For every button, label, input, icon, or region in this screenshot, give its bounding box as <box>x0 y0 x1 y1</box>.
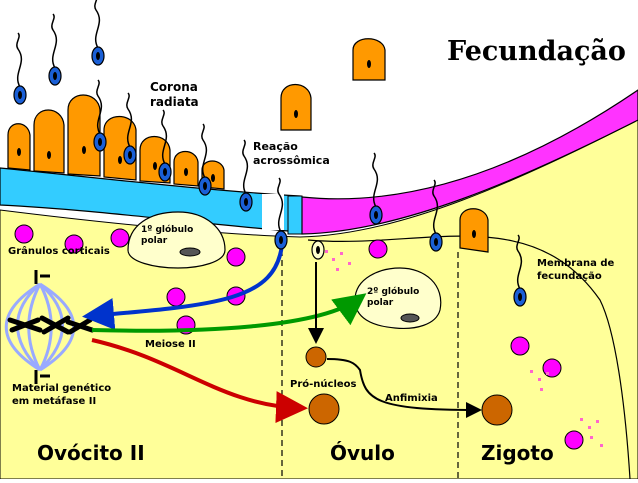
centrioles <box>34 270 50 384</box>
sperm-cell <box>123 92 137 165</box>
first-polar-body-nucleus <box>179 247 201 257</box>
sperm-nucleus <box>96 52 100 60</box>
sperm-cell <box>429 179 443 252</box>
released-granules <box>325 250 603 447</box>
corona-cell <box>67 94 101 177</box>
sperm-tail <box>372 152 379 208</box>
pronucleus-large <box>308 393 340 425</box>
arrow-anfimixia <box>326 358 482 418</box>
sperm-nucleus <box>279 236 283 244</box>
sperm-tail <box>161 109 168 165</box>
zona-gap-2 <box>287 195 303 235</box>
label-meiose-ii: Meiose II <box>145 339 196 350</box>
corona-nuclei <box>17 60 476 238</box>
sperm-tail <box>201 123 208 179</box>
sperm-nucleus <box>374 211 378 219</box>
pronucleus-small <box>305 346 327 368</box>
sperm-cell <box>198 123 212 196</box>
sperm-cell <box>48 13 62 86</box>
sperm-tail <box>242 139 249 195</box>
corona-cell-free-2 <box>352 38 386 81</box>
sperm-nucleus <box>128 151 132 159</box>
sperm-cell <box>369 152 383 225</box>
corona-cell-free-1 <box>280 84 312 131</box>
sperm-nucleus <box>53 72 57 80</box>
sperm-nucleus <box>434 238 438 246</box>
label-corona-radiata: Corona radiata <box>150 80 199 109</box>
stage-label-ovulo: Óvulo <box>330 441 395 465</box>
arrow-green <box>91 293 367 333</box>
label-pro-nucleos: Pró-núcleos <box>290 379 357 390</box>
sperm-tail <box>277 177 284 233</box>
sperm-nucleus <box>518 293 522 301</box>
label-granulos-corticais: Grânulos corticais <box>8 246 110 257</box>
label-material-genetico: Material genético em metáfase II <box>12 383 112 407</box>
sperm-tail <box>51 13 58 69</box>
sperm-cell <box>158 109 172 182</box>
stage-label-zigoto: Zigoto <box>481 441 554 465</box>
label-membrana-fecundacao: Membrana de fecundação <box>537 258 615 282</box>
stage-label-ovocito-ii: Ovócito II <box>37 441 145 465</box>
fertilization-membrane-band <box>301 89 638 235</box>
sperm-nucleus <box>163 168 167 176</box>
second-polar-body <box>354 267 442 330</box>
sperm-tail <box>432 179 439 235</box>
corona-cell <box>7 123 31 171</box>
sperm-cells <box>13 0 527 307</box>
sperm-cell <box>513 234 527 307</box>
second-polar-body-nucleus <box>400 313 420 323</box>
arrow-red <box>91 338 308 424</box>
arrow-blue <box>82 244 284 330</box>
label-anfimixia: Anfimixia <box>385 393 438 404</box>
sperm-nucleus <box>98 138 102 146</box>
sperm-tail <box>516 234 523 290</box>
cortical-granules <box>14 224 584 450</box>
sperm-nucleus <box>18 91 22 99</box>
label-2-globulo-polar: 2º glóbulo polar <box>367 287 420 309</box>
egg-membrane-line <box>307 235 631 480</box>
sperm-tail <box>96 79 103 135</box>
label-1-globulo-polar: 1º glóbulo polar <box>141 225 194 247</box>
corona-cell <box>33 109 65 174</box>
label-reacao-acrossomica: Reação acrossômica <box>253 140 330 167</box>
sperm-tail <box>94 0 101 49</box>
zygote-nucleus <box>481 394 513 426</box>
sperm-nucleus <box>203 182 207 190</box>
sperm-cell <box>13 32 27 105</box>
sperm-cell <box>91 0 105 66</box>
fertilizing-sperm-nucleus <box>316 246 320 254</box>
sperm-nucleus <box>244 198 248 206</box>
sperm-cell <box>93 79 107 152</box>
sperm-tail <box>126 92 133 148</box>
sperm-cell <box>239 139 253 212</box>
sperm-cell <box>274 177 288 250</box>
diagram-title: Fecundação <box>447 36 626 67</box>
first-polar-body <box>127 211 226 269</box>
sperm-tail <box>16 32 23 88</box>
